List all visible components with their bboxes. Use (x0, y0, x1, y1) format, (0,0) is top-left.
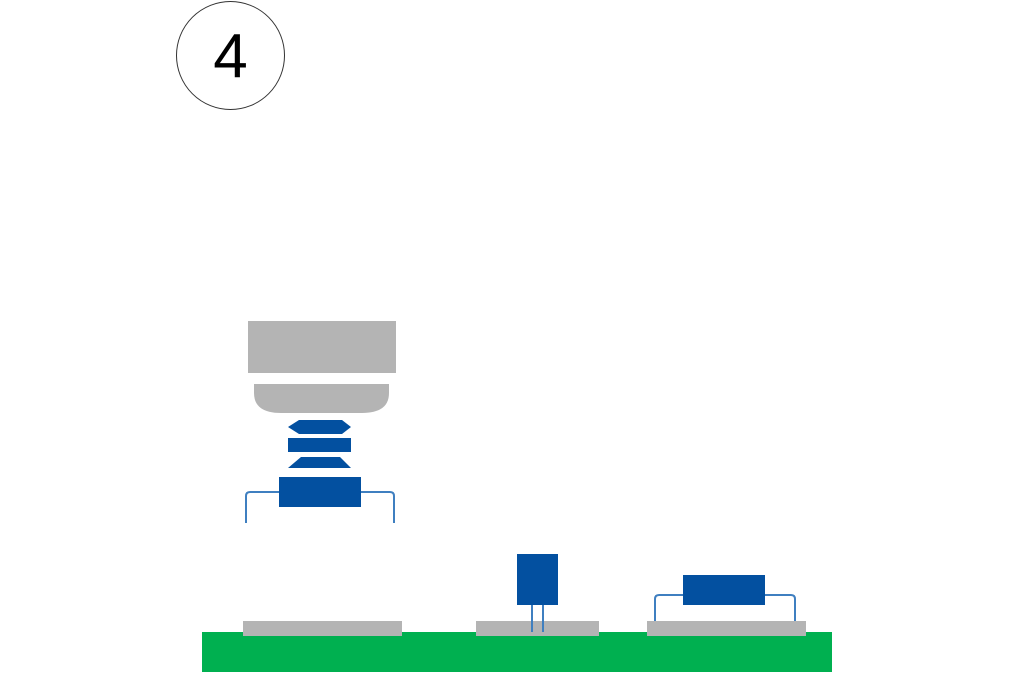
suction-bar-middle (288, 438, 351, 452)
smd-component-icon (279, 477, 361, 507)
solder-pad-right (647, 621, 806, 636)
vertical-component (517, 554, 558, 632)
vacuum-suction-icon (288, 420, 351, 468)
placed-component-body (683, 575, 765, 605)
step-number: 4 (213, 21, 248, 91)
pick-and-place-nozzle-icon (248, 321, 396, 413)
component-lead-left (245, 491, 279, 523)
nozzle-tip (254, 384, 389, 413)
pcb-board-icon (202, 632, 832, 672)
suction-chevron-bottom (288, 457, 351, 468)
solder-pad-middle (476, 621, 599, 636)
placed-component-lead-right (765, 594, 796, 621)
solder-pad-left (243, 621, 402, 636)
component-lead-right (361, 491, 395, 523)
placement-head-body (248, 321, 396, 373)
placed-component-lead-left (654, 594, 683, 621)
held-component (245, 477, 395, 523)
placed-component (654, 575, 796, 621)
vertical-component-body (517, 554, 558, 605)
step-number-badge: 4 (176, 1, 285, 110)
suction-chevron-top (288, 420, 351, 434)
